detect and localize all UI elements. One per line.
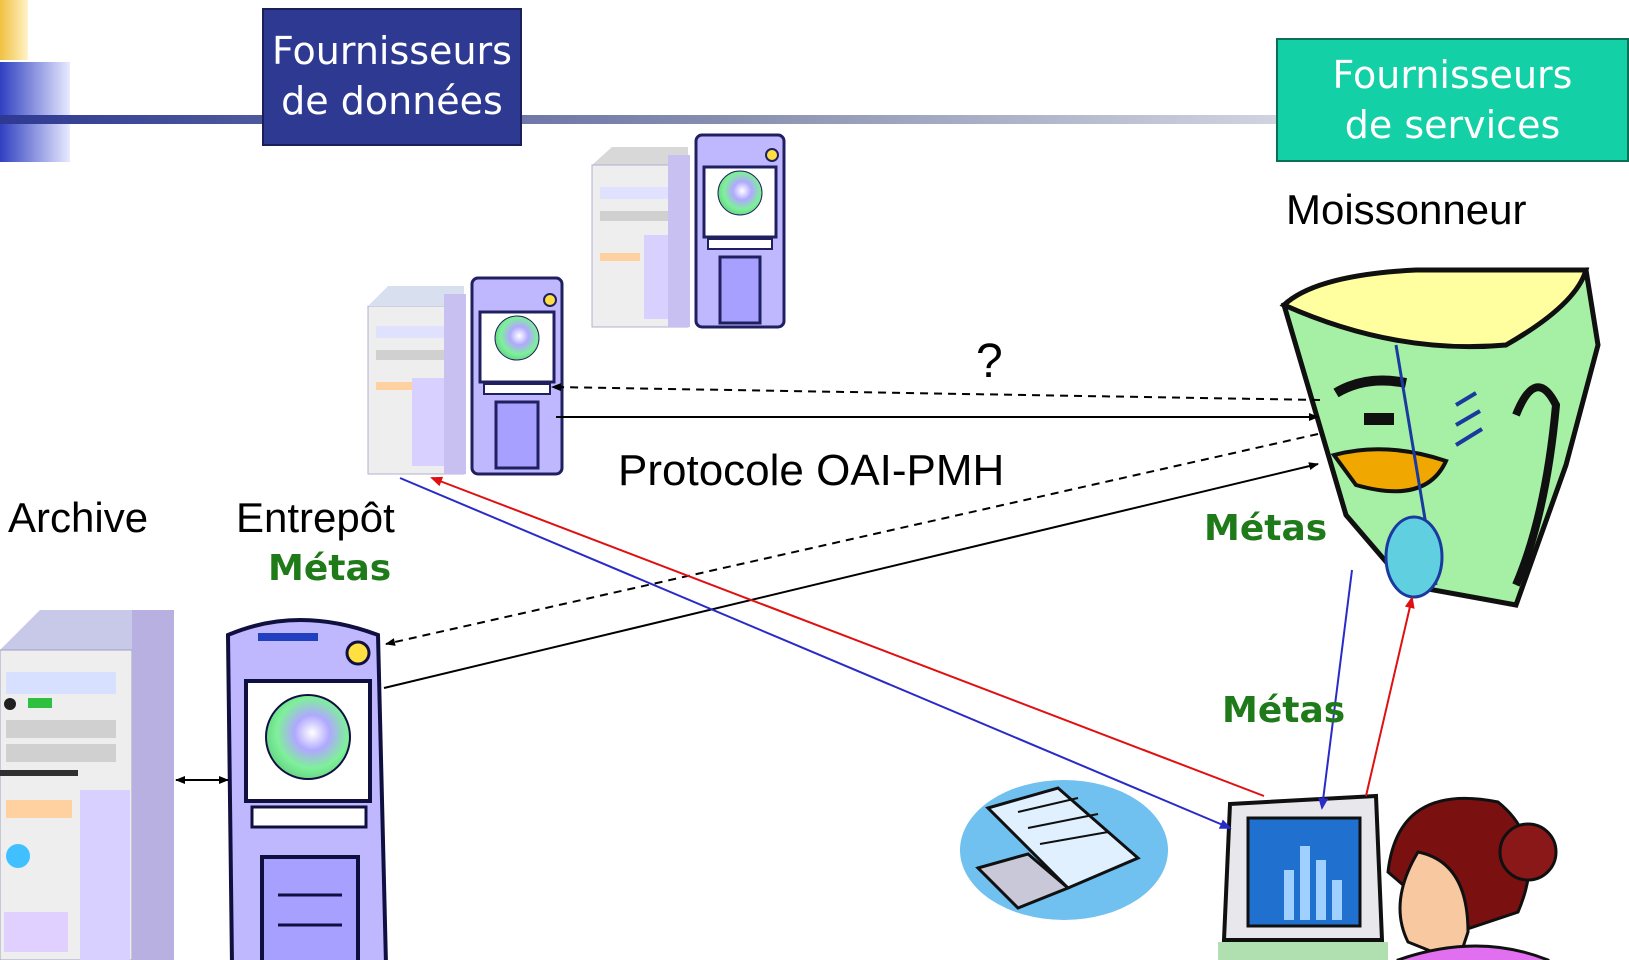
printer-icon — [960, 780, 1168, 920]
oai-response-arrow-bottom — [383, 462, 1319, 689]
oai-request-arrow-top — [551, 383, 1321, 401]
oai-request-arrow-bottom — [385, 433, 1319, 646]
user-computer-icon — [1218, 793, 1388, 960]
repository-server-icon — [225, 618, 388, 960]
data-providers-box: Fournisseurs de données — [262, 8, 522, 146]
provider-to-user-arrow — [399, 477, 1232, 829]
harvester-label: Moissonneur — [1286, 186, 1527, 233]
question-mark-label: ? — [976, 335, 1003, 388]
archive-server-icon — [0, 610, 174, 960]
slide-ornament — [0, 0, 1629, 162]
repository-label: Entrepôt — [236, 494, 395, 541]
harvester-to-user-arrow — [1318, 569, 1353, 810]
flow-metas-label: Métas — [1222, 690, 1346, 731]
archive-label: Archive — [8, 494, 149, 541]
harvester-metas-label: Métas — [1204, 508, 1328, 549]
protocol-label: Protocole OAI-PMH — [618, 446, 1005, 495]
user-request-to-harvester-arrow — [1365, 596, 1415, 797]
user-request-to-provider-arrow — [430, 476, 1265, 797]
server-back-icon — [591, 133, 786, 329]
data-provider-server-icon — [367, 276, 564, 476]
user-person-icon — [1386, 796, 1558, 960]
service-providers-box: Fournisseurs de services — [1276, 38, 1629, 162]
repository-metas-label: Métas — [268, 548, 392, 589]
harvester-server-icon — [1279, 267, 1601, 608]
